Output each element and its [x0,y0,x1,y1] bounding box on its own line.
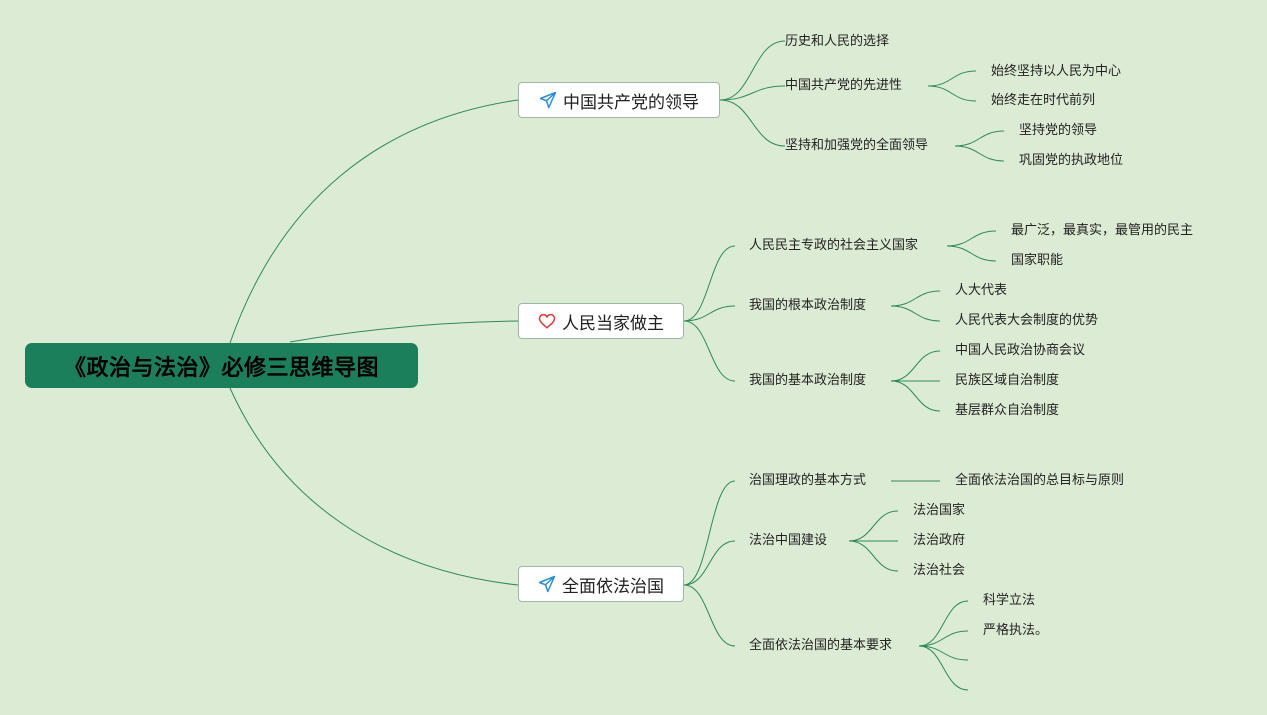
leaf-connector [946,245,997,262]
branch-connector [719,85,786,101]
paper-plane-icon [538,575,556,593]
leaf-connector [927,85,977,102]
subtopic-forefront-of-times[interactable]: 始终走在时代前列 [991,93,1096,108]
branch-connector [683,320,736,382]
subtopic-grassroots-autonomy[interactable]: 基层群众自治制度 [955,403,1060,418]
subtopic-law-society[interactable]: 法治社会 [913,563,966,578]
subtopic-overall-goal[interactable]: 全面依法治国的总目标与原则 [955,473,1125,488]
leaf-connector [848,540,899,572]
branch-connector [683,584,736,647]
branch-connector [683,305,736,322]
topic-rule-of-law-china[interactable]: 法治中国建设 [749,533,828,548]
branch-connector [683,245,736,322]
root-topic[interactable]: 《政治与法治》必修三思维导图 [25,343,418,388]
subtopic-law-government[interactable]: 法治政府 [913,533,966,548]
topic-party-advancement[interactable]: 中国共产党的先进性 [785,78,903,93]
subtopic-npc-deputies[interactable]: 人大代表 [955,283,1008,298]
leaf-connector [918,630,969,647]
leaf-connector [954,130,1005,147]
subtopic-npc-advantages[interactable]: 人民代表大会制度的优势 [955,313,1099,328]
topic-fundamental-system[interactable]: 我国的根本政治制度 [749,298,867,313]
leaf-connector [954,145,1005,162]
subtopic-consolidate-ruling-status[interactable]: 巩固党的执政地位 [1019,153,1124,168]
topic-history-choice[interactable]: 历史和人民的选择 [785,34,890,49]
branch-connector [683,480,736,586]
leaf-connector [890,380,941,412]
paper-plane-icon [539,91,557,109]
leaf-connector [890,290,941,307]
branch-label: 中国共产党的领导 [563,92,699,113]
branch-rule-of-law[interactable]: 全面依法治国 [518,566,684,602]
subtopic-state-functions[interactable]: 国家职能 [1011,253,1064,268]
topic-basic-systems[interactable]: 我国的基本政治制度 [749,373,867,388]
subtopic-cppcc[interactable]: 中国人民政治协商会议 [955,343,1086,358]
root-connector [289,320,519,343]
leaf-connector [848,510,899,542]
leaf-connector [918,645,969,661]
leaf-connector [946,230,997,247]
subtopic-uphold-party-leadership[interactable]: 坚持党的领导 [1019,123,1098,138]
leaf-connector [927,70,977,87]
subtopic-people-centered[interactable]: 始终坚持以人民为中心 [991,64,1122,79]
root-topic-label: 《政治与法治》必修三思维导图 [63,355,379,381]
topic-basic-requirements[interactable]: 全面依法治国的基本要求 [749,638,893,653]
subtopic-broadest-democracy[interactable]: 最广泛，最真实，最管用的民主 [1011,223,1194,238]
topic-socialist-state[interactable]: 人民民主专政的社会主义国家 [749,238,919,253]
branch-label: 人民当家做主 [562,313,664,334]
branch-connector [683,540,736,586]
branch-label: 全面依法治国 [562,576,664,597]
branch-party-leadership[interactable]: 中国共产党的领导 [518,82,720,118]
subtopic-regional-autonomy[interactable]: 民族区域自治制度 [955,373,1060,388]
leaf-connector [918,645,969,691]
leaf-connector [890,305,941,322]
heart-icon [538,312,556,330]
subtopic-scientific-legislation[interactable]: 科学立法 [983,593,1036,608]
branch-connector [719,40,786,101]
branch-people-masters[interactable]: 人民当家做主 [518,303,684,339]
subtopic-law-country[interactable]: 法治国家 [913,503,966,518]
branch-connector [719,99,786,147]
topic-basic-governance[interactable]: 治国理政的基本方式 [749,473,867,488]
subtopic-strict-enforcement[interactable]: 严格执法。 [983,623,1049,638]
leaf-connector [890,350,941,382]
topic-strengthen-leadership[interactable]: 坚持和加强党的全面领导 [785,138,929,153]
root-connector [229,99,519,344]
leaf-connector [918,600,969,647]
root-connector [229,387,519,586]
